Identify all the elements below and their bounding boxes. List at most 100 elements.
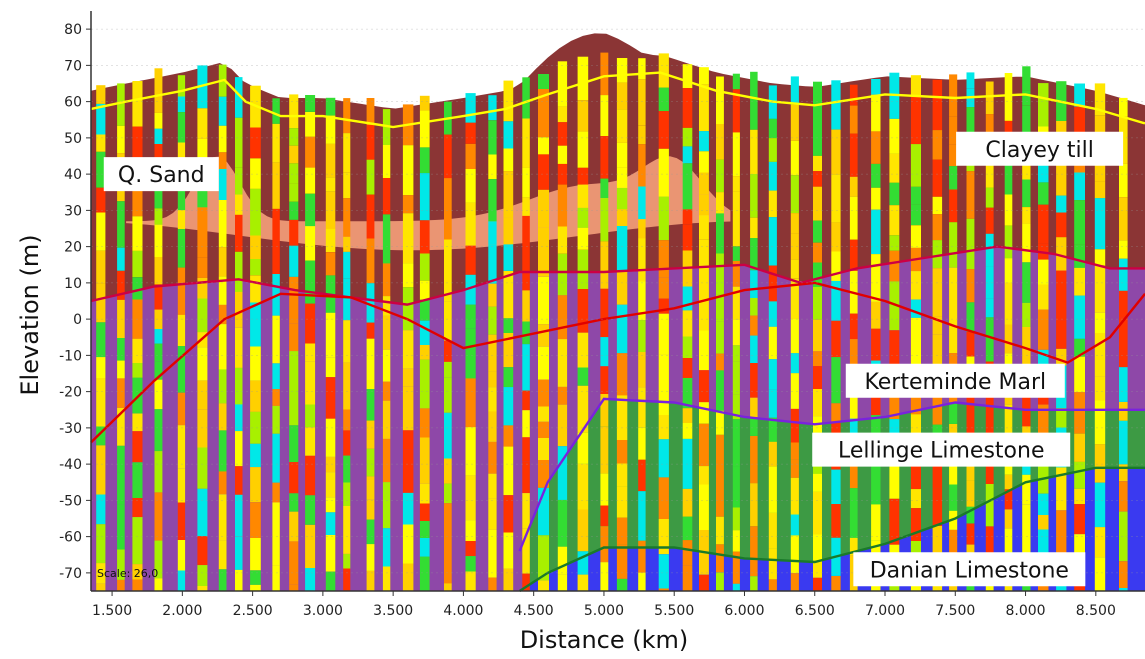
resistivity-column-segment <box>154 343 163 362</box>
resistivity-column-segment <box>1074 244 1085 268</box>
resistivity-column-segment <box>682 163 693 210</box>
resistivity-column-segment <box>343 430 351 456</box>
resistivity-column-segment <box>871 254 881 302</box>
resistivity-column-segment <box>682 336 693 358</box>
unit-label-box <box>845 363 1065 398</box>
resistivity-column-segment <box>682 146 693 164</box>
x-tick-label: 3.500 <box>373 603 413 619</box>
resistivity-column-segment <box>910 271 921 300</box>
resistivity-column-segment <box>154 409 163 452</box>
resistivity-column-segment <box>768 326 777 360</box>
resistivity-column-segment <box>305 524 316 569</box>
resistivity-column-segment <box>790 573 799 591</box>
resistivity-column-segment <box>732 419 740 467</box>
resistivity-column-segment <box>235 327 243 368</box>
resistivity-column-segment <box>1074 338 1085 357</box>
resistivity-column-segment <box>616 109 628 143</box>
resistivity-column-segment <box>1022 504 1031 555</box>
resistivity-column-segment <box>522 573 530 591</box>
resistivity-column-segment <box>250 502 261 539</box>
resistivity-column-segment <box>522 493 530 529</box>
resistivity-column-segment <box>600 562 609 591</box>
resistivity-column-segment <box>96 85 106 104</box>
resistivity-column-segment <box>638 219 646 239</box>
resistivity-column-segment <box>488 120 497 155</box>
resistivity-column-segment <box>154 224 163 257</box>
resistivity-column-segment <box>235 77 243 118</box>
resistivity-column-segment <box>600 241 609 289</box>
resistivity-column-segment <box>218 403 227 431</box>
resistivity-column-segment <box>557 574 568 591</box>
resistivity-column-segment <box>1119 240 1128 259</box>
resistivity-column-segment <box>716 544 724 573</box>
resistivity-column-segment <box>305 260 316 304</box>
resistivity-column-segment <box>325 97 336 116</box>
resistivity-column-segment <box>1022 90 1031 106</box>
resistivity-column-segment <box>932 130 943 160</box>
resistivity-column-segment <box>117 407 125 446</box>
resistivity-column-segment <box>538 535 549 581</box>
resistivity-column-segment <box>813 534 822 561</box>
resistivity-column-segment <box>444 458 452 484</box>
resistivity-column-segment <box>465 245 476 275</box>
resistivity-column-segment <box>419 110 430 148</box>
resistivity-column-segment <box>732 176 740 192</box>
resistivity-column-segment <box>402 368 414 387</box>
resistivity-column-segment <box>132 250 143 278</box>
resistivity-column-segment <box>1094 83 1106 116</box>
resistivity-column-segment <box>289 584 299 591</box>
resistivity-column-segment <box>600 136 609 179</box>
resistivity-column-segment <box>577 367 589 386</box>
resistivity-column-segment <box>366 194 375 239</box>
resistivity-column-segment <box>522 118 530 168</box>
resistivity-column-segment <box>616 188 628 210</box>
x-tick-label: 3.000 <box>303 603 343 619</box>
resistivity-column-segment <box>117 504 125 550</box>
resistivity-column-segment <box>132 216 143 251</box>
resistivity-column-segment <box>985 114 994 139</box>
y-tick-label: 20 <box>64 240 82 256</box>
resistivity-column-segment <box>813 560 822 578</box>
resistivity-column-segment <box>1094 376 1106 401</box>
resistivity-column-segment <box>366 519 375 545</box>
resistivity-column-segment <box>289 94 299 128</box>
resistivity-column-segment <box>638 352 646 388</box>
resistivity-column-segment <box>538 580 549 591</box>
resistivity-column-segment <box>616 440 628 464</box>
resistivity-column-segment <box>910 508 921 541</box>
resistivity-column-segment <box>682 565 693 591</box>
resistivity-column-segment <box>1004 404 1013 438</box>
resistivity-column-segment <box>577 464 589 510</box>
resistivity-column-segment <box>949 402 958 424</box>
resistivity-column-segment <box>325 357 336 378</box>
resistivity-column-segment <box>716 192 724 214</box>
resistivity-column-segment <box>96 494 106 525</box>
resistivity-column-segment <box>557 386 568 405</box>
unit-label-box <box>956 131 1124 166</box>
resistivity-column-segment <box>503 217 514 245</box>
resistivity-column-segment <box>616 142 628 168</box>
resistivity-column-segment <box>1094 312 1106 334</box>
resistivity-column-segment <box>419 437 430 484</box>
resistivity-column-segment <box>538 89 549 138</box>
resistivity-column-segment <box>177 96 186 113</box>
resistivity-column-segment <box>949 189 958 223</box>
resistivity-column-segment <box>768 579 777 591</box>
resistivity-column-segment <box>1094 527 1106 558</box>
resistivity-column-segment <box>932 240 943 269</box>
resistivity-column-segment <box>889 154 900 183</box>
resistivity-column-segment <box>849 339 858 367</box>
resistivity-column-segment <box>768 217 777 266</box>
resistivity-column-segment <box>790 535 799 574</box>
resistivity-column-segment <box>444 340 452 362</box>
resistivity-column-segment <box>699 84 709 132</box>
resistivity-column-segment <box>889 205 900 236</box>
resistivity-column-segment <box>305 193 316 227</box>
resistivity-column-segment <box>197 447 208 489</box>
resistivity-column-segment <box>488 473 497 499</box>
resistivity-column-segment <box>343 251 351 279</box>
resistivity-column-segment <box>813 577 822 591</box>
resistivity-column-segment <box>616 353 628 396</box>
x-tick-label: 1.500 <box>92 603 132 619</box>
resistivity-column-segment <box>768 190 777 218</box>
